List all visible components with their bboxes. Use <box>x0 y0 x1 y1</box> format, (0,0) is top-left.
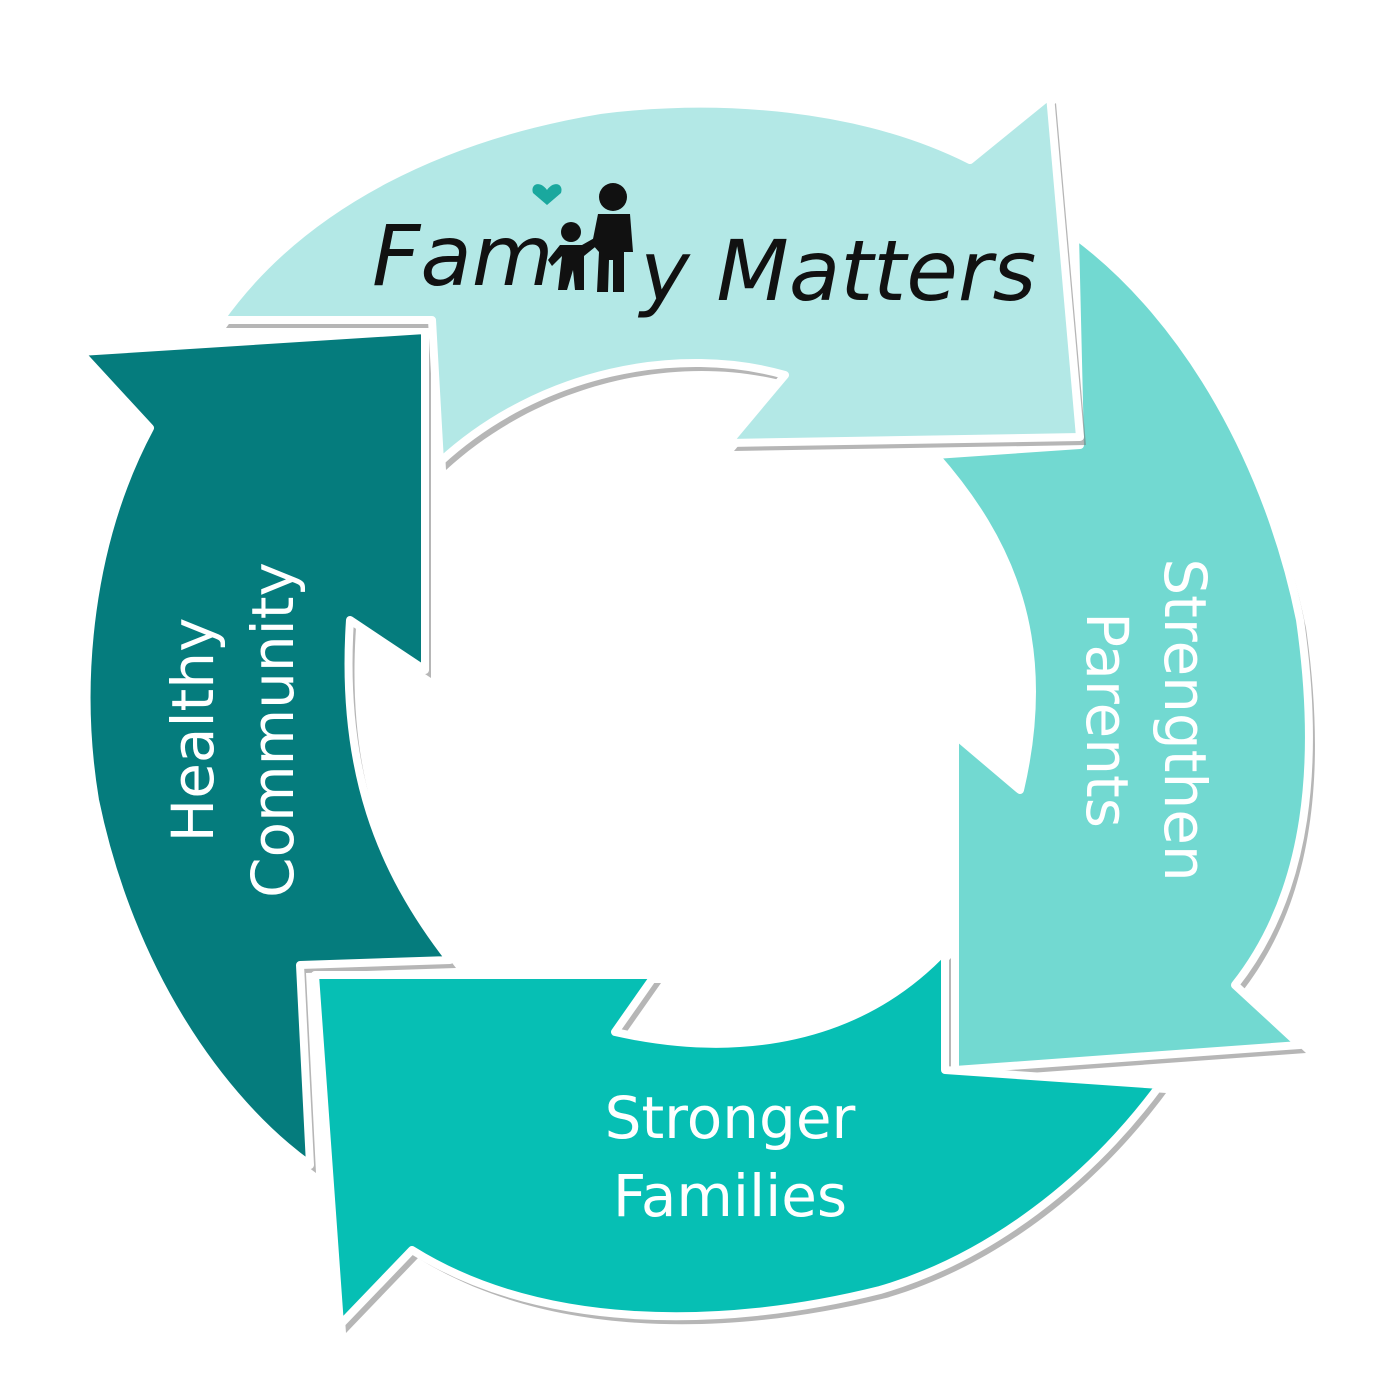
arrow-family-matters <box>216 91 1086 470</box>
label-strengthen-parents: Strengthen Parents <box>1073 558 1219 881</box>
family-matters-logo: Fam y Matters <box>372 183 1036 320</box>
label-community: Community <box>239 562 307 898</box>
arrow-stronger-families <box>311 946 1166 1333</box>
logo-text-part2: y Matters <box>637 222 1036 320</box>
label-healthy-community: Healthy Community <box>159 562 307 898</box>
label-parents: Parents <box>1073 612 1141 828</box>
arrow-family-matters-shape <box>216 91 1084 466</box>
label-stronger-families: Stronger Families <box>605 1084 856 1230</box>
heart-icon <box>532 184 562 205</box>
label-healthy: Healthy <box>159 618 227 843</box>
arrow-healthy-community-shape <box>76 326 454 1169</box>
arrow-stronger-families-shape <box>311 946 1164 1329</box>
arrow-healthy-community <box>76 326 456 1173</box>
arrow-strengthen-parents-shape <box>931 231 1313 1074</box>
arrow-strengthen-parents <box>931 231 1315 1078</box>
label-families: Families <box>613 1162 847 1230</box>
family-figures-icon <box>532 183 633 292</box>
logo-text-part1: Fam <box>372 207 554 305</box>
label-stronger: Stronger <box>605 1084 856 1152</box>
label-strengthen: Strengthen <box>1151 558 1219 881</box>
